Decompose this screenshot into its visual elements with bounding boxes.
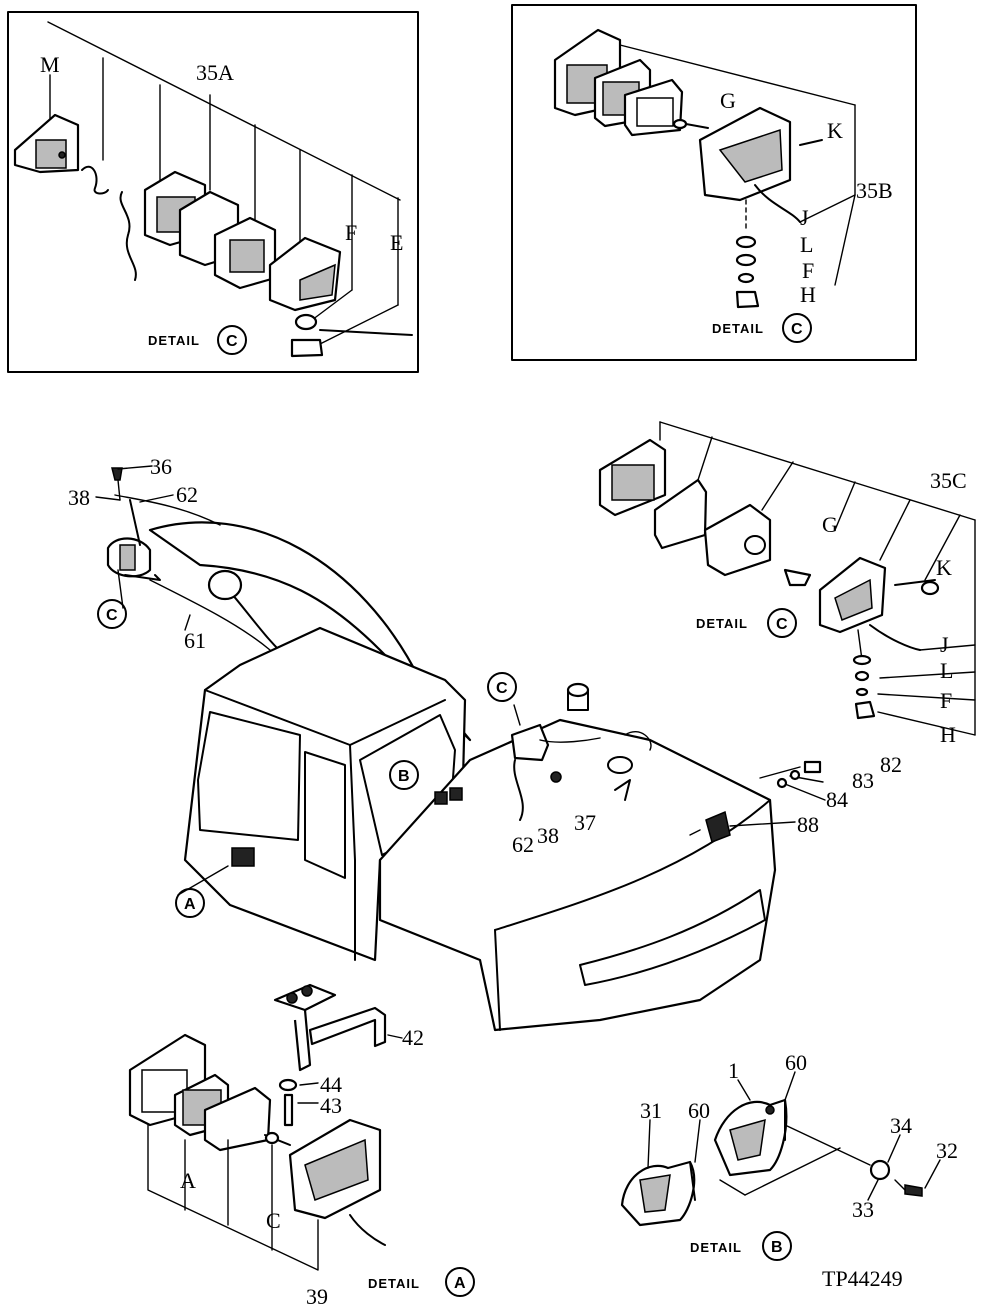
callout-l: L (940, 658, 953, 683)
detail-letter: B (771, 1239, 783, 1256)
callout-33: 33 (852, 1197, 874, 1222)
detail-label: DETAIL (712, 321, 764, 336)
detail-label: DETAIL (368, 1276, 420, 1291)
boom-detail-letter: C (106, 607, 118, 624)
bracket (308, 1006, 387, 1048)
callout-42: 42 (402, 1025, 424, 1050)
callout-43: 43 (320, 1093, 342, 1118)
callout-1: 1 (728, 1058, 739, 1083)
callout-83: 83 (852, 768, 874, 793)
callout-34: 34 (890, 1113, 912, 1138)
callout-e: E (390, 230, 403, 255)
callout-61: 61 (184, 628, 206, 653)
detail-letter: C (791, 321, 803, 338)
detail-letter: C (226, 333, 238, 350)
cab-light-detail-circle (175, 888, 205, 918)
detail-box-top-right: G K 35B J L F H DETAIL C (511, 4, 917, 361)
drawing-number: TP44249 (822, 1266, 903, 1291)
callout-f: F (802, 258, 814, 283)
callout-39: 39 (306, 1284, 328, 1308)
callout-88: 88 (797, 812, 819, 837)
callout-35c: 35C (930, 468, 967, 493)
detail-circle (762, 1231, 792, 1261)
callout-h: H (800, 282, 816, 307)
cab-detail-circle (389, 760, 419, 790)
detail-b: 1 60 31 60 34 32 33 DETAIL B (620, 1050, 958, 1261)
deck-light (510, 723, 550, 762)
callout-j: J (800, 205, 809, 230)
callout-44: 44 (320, 1072, 342, 1097)
leader-line (47, 21, 401, 201)
mid-detail-circle (487, 672, 517, 702)
detail-label: DETAIL (148, 333, 200, 348)
callout-m: M (40, 52, 60, 77)
callout-g: G (822, 512, 838, 537)
callout-l: L (800, 232, 813, 257)
callout-36: 36 (150, 454, 172, 479)
callout-62: 62 (176, 482, 198, 507)
callout-35b: 35B (856, 178, 893, 203)
callout-60-b: 60 (688, 1098, 710, 1123)
upper-structure (378, 718, 777, 1032)
cab-light-detail-letter: A (184, 896, 196, 913)
callout-31: 31 (640, 1098, 662, 1123)
boom-detail-circle (97, 599, 127, 629)
detail-circle (445, 1267, 475, 1297)
callout-f: F (940, 688, 952, 713)
excavator-main-view: 36 38 62 61 C 62 38 37 C B A 82 83 84 88 (68, 454, 902, 1032)
detail-circle (767, 608, 797, 638)
callout-k: K (936, 555, 952, 580)
detail-frame (7, 11, 419, 373)
detail-letter: A (454, 1275, 466, 1292)
detail-circle (217, 325, 247, 355)
callout-f: F (345, 220, 357, 245)
callout-h: H (940, 722, 956, 747)
detail-circle (782, 313, 812, 343)
cab-light (231, 847, 255, 867)
callout-60-a: 60 (785, 1050, 807, 1075)
mid-detail-letter: C (496, 680, 508, 697)
detail-letter: C (776, 616, 788, 633)
detail-a: 42 44 43 A C 39 DETAIL A (128, 983, 475, 1309)
callout-37: 37 (574, 810, 596, 835)
callout-35a: 35A (196, 60, 234, 85)
callout-84: 84 (826, 787, 848, 812)
detail-box-top-left: M 35A F E DETAIL C (7, 11, 419, 373)
detail-35c: 35C G K J L F H DETAIL C (598, 421, 976, 747)
detail-frame (511, 4, 917, 361)
callout-82: 82 (880, 752, 902, 777)
callout-38: 38 (68, 485, 90, 510)
detail-label: DETAIL (690, 1240, 742, 1255)
callout-62-mid: 62 (512, 832, 534, 857)
cab (183, 626, 467, 962)
callout-38-mid: 38 (537, 823, 559, 848)
callout-k: K (827, 118, 843, 143)
callout-32: 32 (936, 1138, 958, 1163)
detail-label: DETAIL (696, 616, 748, 631)
cab-detail-letter: B (398, 768, 410, 785)
callout-g: G (720, 88, 736, 113)
callout-j: J (940, 632, 949, 657)
callout-c: C (266, 1208, 281, 1233)
rear-light (705, 810, 731, 844)
callout-a: A (180, 1168, 196, 1193)
